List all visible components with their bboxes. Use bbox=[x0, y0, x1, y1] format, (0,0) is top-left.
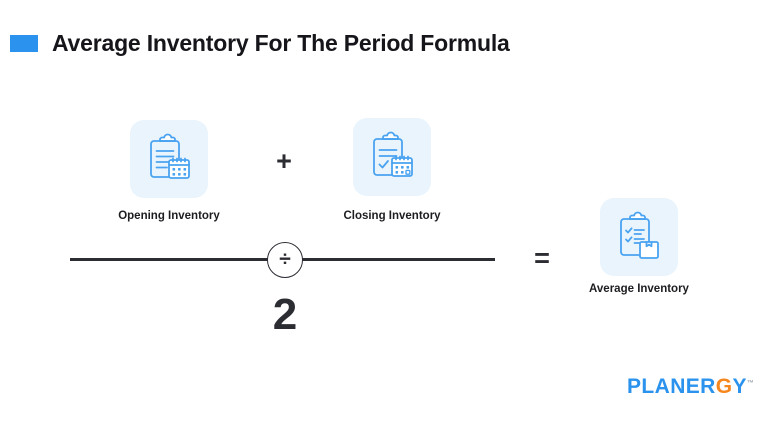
logo-text-tail: Y bbox=[732, 375, 747, 398]
opening-inventory-tile bbox=[130, 120, 208, 198]
clipboard-checklist-box-icon bbox=[613, 211, 665, 263]
clipboard-calendar-icon bbox=[143, 133, 195, 185]
closing-inventory-tile bbox=[353, 118, 431, 196]
page-header: Average Inventory For The Period Formula bbox=[10, 32, 510, 55]
closing-inventory-label: Closing Inventory bbox=[343, 210, 441, 222]
opening-inventory-label: Opening Inventory bbox=[118, 210, 220, 222]
clipboard-check-calendar-icon bbox=[366, 131, 418, 183]
denominator-value: 2 bbox=[272, 290, 298, 339]
equals-operator: = bbox=[534, 243, 550, 273]
divide-operator-badge: ÷ bbox=[267, 242, 303, 278]
average-inventory-tile bbox=[600, 198, 678, 276]
trademark-mark: ™ bbox=[746, 380, 754, 387]
average-inventory-label: Average Inventory bbox=[589, 283, 689, 295]
planergy-logo: PLANERGY™ bbox=[627, 376, 754, 397]
logo-text-accent: G bbox=[715, 375, 733, 398]
plus-operator: + bbox=[276, 146, 292, 176]
page-title: Average Inventory For The Period Formula bbox=[52, 30, 510, 56]
accent-square-icon bbox=[10, 35, 38, 52]
divide-symbol: ÷ bbox=[279, 247, 291, 271]
logo-text-primary: PLANER bbox=[627, 375, 716, 398]
